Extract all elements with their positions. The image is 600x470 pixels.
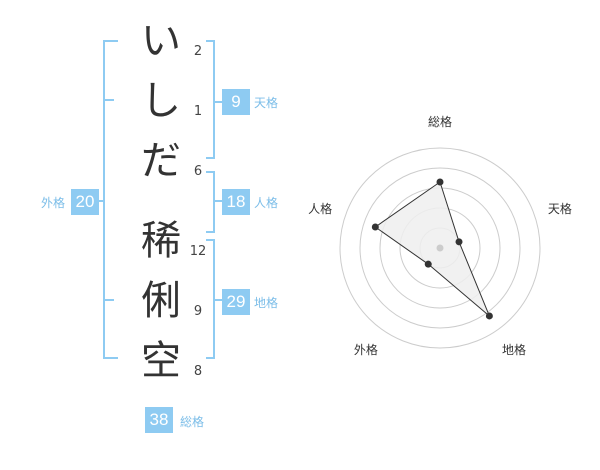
- jinkaku-label: 人格: [254, 196, 279, 210]
- stroke-count-2: 1: [193, 104, 203, 119]
- tenkaku-label: 天格: [254, 96, 279, 110]
- radar-axis-label: 外格: [354, 342, 378, 357]
- name-char-3: だ: [141, 138, 181, 184]
- radar-point: [436, 178, 444, 186]
- tenkaku-value: 9: [222, 89, 250, 115]
- soukaku-value: 38: [145, 407, 173, 433]
- radar-point: [371, 223, 379, 231]
- chikaku-label: 地格: [254, 296, 279, 310]
- radar-grid-ring: [359, 167, 521, 329]
- name-char-2: し: [141, 78, 181, 124]
- radar-point: [424, 260, 432, 268]
- name-char-5: 俐: [141, 278, 181, 324]
- radar-axis-label: 総格: [428, 114, 452, 129]
- radar-point: [485, 312, 493, 320]
- stroke-count-5: 9: [193, 304, 203, 319]
- radar-axis-label: 天格: [548, 201, 572, 216]
- gaikaku-label: 外格: [41, 196, 66, 210]
- gaikaku-value: 20: [71, 189, 99, 215]
- soukaku-label: 総格: [180, 415, 205, 429]
- radar-center-dot: [436, 244, 444, 252]
- tenkaku-bracket: [206, 40, 215, 159]
- stroke-count-4: 12: [189, 244, 207, 259]
- stroke-count-1: 2: [193, 44, 203, 59]
- name-char-4: 稀: [141, 218, 181, 264]
- chikaku-value: 29: [222, 289, 250, 315]
- stroke-count-6: 8: [193, 364, 203, 379]
- name-char-1: い: [141, 18, 181, 64]
- radar-point: [455, 238, 463, 246]
- radar-axis-label: 人格: [308, 201, 332, 216]
- radar-series-area: [374, 181, 490, 317]
- stroke-count-3: 6: [193, 164, 203, 179]
- radar-axis-label: 地格: [502, 342, 526, 357]
- radar-grid-ring: [339, 147, 541, 349]
- name-char-6: 空: [141, 338, 181, 384]
- jinkaku-value: 18: [222, 189, 250, 215]
- gaikaku-bracket: [103, 40, 118, 359]
